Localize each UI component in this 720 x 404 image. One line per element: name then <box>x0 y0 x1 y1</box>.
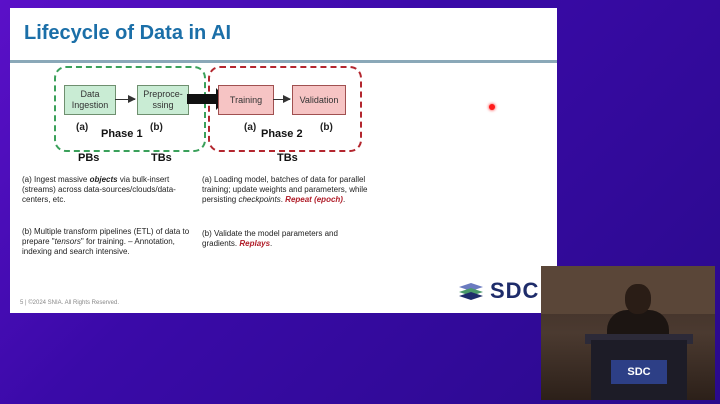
phase-2-group <box>208 66 362 152</box>
phase-transition-arrow <box>187 88 227 110</box>
size-label-tbs-2: TBs <box>277 152 298 164</box>
arrow-ingest-to-preprocess <box>115 95 136 103</box>
speaker-video: SDC <box>541 266 715 400</box>
laser-pointer-dot <box>489 104 495 110</box>
description-phase1-b: (b) Multiple transform pipelines (ETL) o… <box>22 227 190 256</box>
sdc-layers-icon <box>459 283 483 300</box>
validation-box: Validation <box>292 85 346 115</box>
marker-p2a: (a) <box>244 122 257 133</box>
description-phase1-a: (a) Ingest massive objects via bulk-inse… <box>22 175 176 204</box>
slide-footer: 5 | ©2024 SNIA. All Rights Reserved. <box>20 300 120 306</box>
slide-title-bar: Lifecycle of Data in AI <box>10 8 557 63</box>
training-box: Training <box>218 85 274 115</box>
podium-logo: SDC <box>611 360 667 384</box>
phase-1-group <box>54 66 206 152</box>
marker-p1a: (a) <box>76 122 89 133</box>
slide-title: Lifecycle of Data in AI <box>24 22 232 44</box>
marker-p2b: (b) <box>320 122 333 133</box>
podium-top <box>585 334 693 344</box>
slide: Lifecycle of Data in AI Data Ingestion P… <box>10 8 557 313</box>
arrow-training-to-validation <box>273 95 291 103</box>
description-phase2-b: (b) Validate the model parameters and gr… <box>202 229 338 248</box>
size-label-pbs: PBs <box>78 152 100 164</box>
description-phase2-a: (a) Loading model, batches of data for p… <box>202 175 368 204</box>
marker-p1b: (b) <box>150 122 163 133</box>
sdc-logo-text: SDC <box>490 278 540 303</box>
size-label-tbs-1: TBs <box>151 152 172 164</box>
speaker-head <box>625 284 651 314</box>
preprocessing-box: Preproce- ssing <box>137 85 189 115</box>
data-ingestion-box: Data Ingestion <box>64 85 116 115</box>
phase-1-label: Phase 1 <box>101 128 143 140</box>
sdc-logo: SDC <box>458 278 539 304</box>
phase-2-label: Phase 2 <box>261 128 303 140</box>
